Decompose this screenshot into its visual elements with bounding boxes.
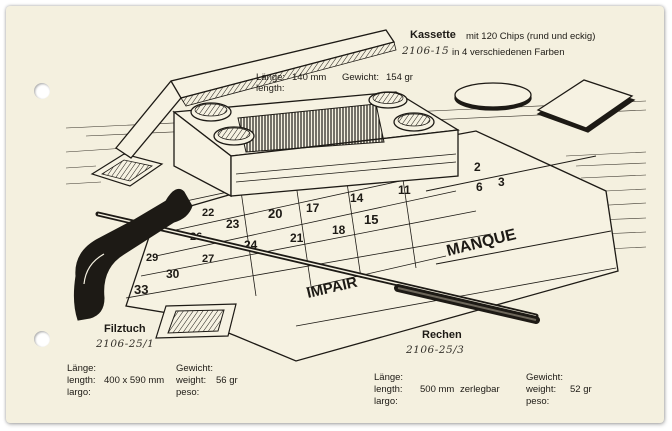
rechen-code: 2106-25/3 [406,344,465,356]
product-illustration: 2 3 6 11 14 15 17 18 20 21 22 23 24 26 2… [65,29,647,362]
board-number: 30 [166,267,180,281]
kassette-title: Kassette [410,29,456,41]
rechen-laenge-label: Länge: [374,372,404,383]
board-number: 18 [332,223,346,237]
filztuch-length-label: length: [67,375,96,386]
board-number: 17 [306,201,320,215]
kassette-length-value: 140 mm [292,72,327,83]
filztuch-code: 2106-25/1 [96,338,155,350]
filztuch-peso-label: peso: [176,387,200,398]
rechen-gewicht-label: Gewicht: [526,372,563,383]
filztuch-weight-value: 56 gr [216,375,238,386]
filztuch-size-value: 400 x 590 mm [104,375,165,386]
kassette-gewicht-label: Gewicht: [342,72,379,83]
rechen-title: Rechen [422,329,462,341]
filztuch-laenge-label: Länge: [67,363,97,374]
punch-hole-icon [34,83,50,99]
rechen-largo-label: largo: [374,396,398,407]
filztuch-gewicht-label: Gewicht: [176,363,213,374]
cassette-lid [115,29,397,159]
cassette-box [172,91,460,198]
rechen-zerlegbar: zerlegbar [460,384,500,395]
board-number: 20 [268,206,282,221]
board-number: 14 [350,191,364,205]
board-number: 15 [364,212,378,227]
board-number: 11 [398,183,411,197]
rechen-length-value: 500 mm [420,384,455,395]
board-number: 3 [498,175,505,189]
rechen-weight-label: weight: [526,384,557,395]
board-number: 29 [146,252,158,264]
filztuch-largo-label: largo: [67,387,91,398]
punch-hole-icon [34,331,50,347]
rake [73,189,540,324]
filztuch-weight-label: weight: [176,375,207,386]
board-number: 33 [134,282,148,297]
square-chip [536,79,636,133]
kassette-desc-1: mit 120 Chips (rund und eckig) [466,31,596,42]
board-number: 6 [476,180,483,194]
kassette-laenge-label: Länge: [256,72,286,83]
kassette-length-label: length: [256,83,285,94]
board-number: 27 [202,253,214,265]
kassette-weight-value: 154 gr [386,72,413,83]
catalog-card: 2 3 6 11 14 15 17 18 20 21 22 23 24 26 2… [6,6,664,423]
square-chip-left [90,153,164,187]
rechen-weight-value: 52 gr [570,384,592,395]
filztuch-title: Filztuch [104,323,146,335]
kassette-desc-2: in 4 verschiedenen Farben [452,47,565,58]
board-number: 22 [202,207,214,219]
kassette-code: 2106-15 [402,45,450,57]
round-chip [454,82,532,111]
board-number: 2 [474,160,481,174]
board-number: 21 [290,231,304,245]
felt-swatch [155,303,237,339]
rechen-peso-label: peso: [526,396,550,407]
felt-cloth [125,130,619,362]
board-number: 23 [226,217,240,231]
rechen-length-label: length: [374,384,403,395]
